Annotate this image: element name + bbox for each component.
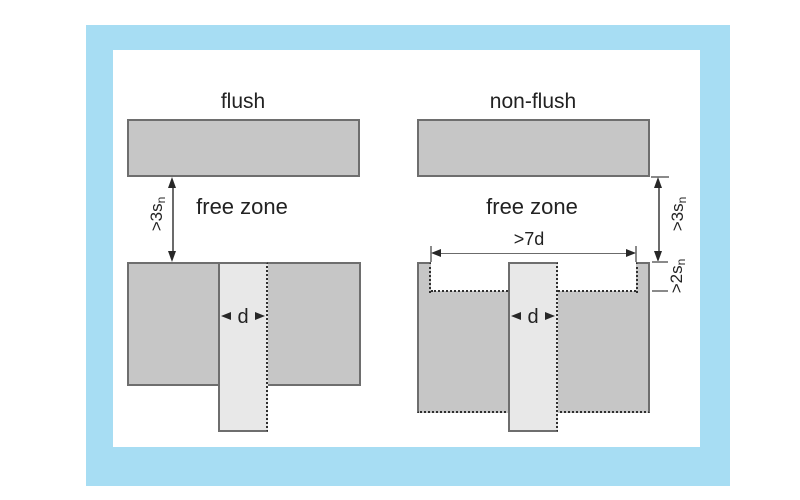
nonflush-free-zone-label: free zone [486, 194, 578, 219]
nonflush-3sn-label: >3sn [668, 196, 689, 232]
arrowhead-right-icon [626, 248, 636, 257]
flush-target-plate [127, 119, 360, 177]
arrowhead-down-icon [653, 251, 662, 262]
nonflush-7d-tick-left [430, 246, 432, 262]
nonflush-rim-right [636, 262, 650, 293]
arrowhead-up-icon [653, 177, 662, 188]
nonflush-rim-left [417, 262, 431, 293]
arrowhead-right-icon [545, 312, 555, 320]
arrowhead-right-icon [255, 312, 265, 320]
arrowhead-left-icon [431, 248, 441, 257]
flush-sensor-barrel [218, 262, 268, 432]
nonflush-7d-dim-line [437, 252, 630, 254]
nonflush-7d-label: >7d [513, 229, 545, 249]
nonflush-3sn-dim-line [658, 183, 660, 255]
nonflush-2sn-leader-bottom [652, 290, 668, 292]
nonflush-title: non-flush [489, 90, 577, 113]
flush-title: flush [220, 90, 266, 113]
nonflush-2sn-label: >2sn [667, 258, 688, 294]
nonflush-2sn-leader-top [652, 261, 668, 263]
flush-3sn-dim-line [172, 183, 174, 255]
flush-diameter-label: d [237, 306, 249, 328]
arrowhead-left-icon [511, 312, 521, 320]
nonflush-sensor-barrel [508, 262, 558, 432]
arrowhead-left-icon [221, 312, 231, 320]
nonflush-target-plate [417, 119, 650, 177]
nonflush-diameter-label: d [527, 306, 539, 328]
arrowhead-down-icon [167, 251, 176, 262]
nonflush-target-extension-line [651, 176, 669, 178]
arrowhead-up-icon [167, 177, 176, 188]
flush-free-zone-label: free zone [196, 194, 288, 219]
